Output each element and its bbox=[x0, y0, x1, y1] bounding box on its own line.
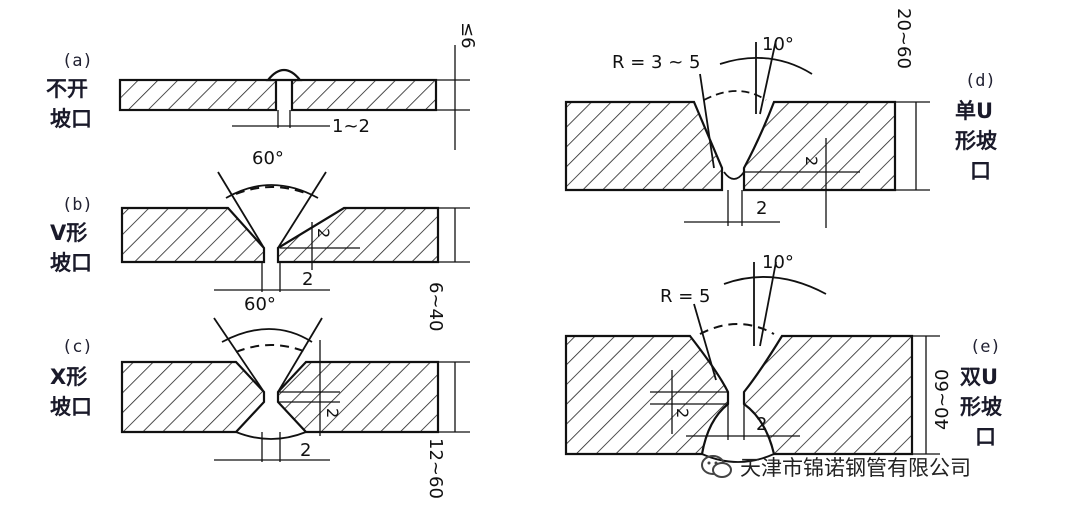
panel-d-caption-2: 形坡 bbox=[955, 129, 997, 153]
panel-c-caption-1: X形 bbox=[50, 365, 87, 389]
panel-b-left-plate bbox=[120, 206, 266, 264]
panel-a-caption-1: 不开 bbox=[46, 77, 88, 101]
panel-d-thickness-label: 20~60 bbox=[893, 8, 914, 69]
panel-a-letter: (a) bbox=[62, 51, 93, 71]
panel-c-right-plate bbox=[276, 360, 440, 434]
panel-e-caption-1: 双U bbox=[960, 365, 998, 389]
panel-c-root-label: 2 bbox=[323, 408, 342, 418]
panel-c-letter: (c) bbox=[62, 337, 93, 357]
panel-c-left-plate bbox=[120, 360, 266, 434]
panel-b-thickness-label: 6~40 bbox=[425, 282, 446, 331]
panel-c-bottom-bead bbox=[235, 431, 307, 440]
panel-d-angle-line bbox=[759, 39, 777, 115]
panel-b: (b) V形 坡口 60° 2 2 6~40 bbox=[50, 148, 470, 331]
panel-b-ext-left bbox=[217, 171, 265, 249]
panel-e-root-label: 2 bbox=[673, 408, 692, 418]
panel-a-thickness-label: ≤6 bbox=[457, 22, 478, 49]
panel-e-radius-label: R = 5 bbox=[660, 286, 710, 307]
panel-c-angle-arc bbox=[221, 328, 313, 343]
panel-d-angle-arc bbox=[719, 57, 813, 75]
panel-b-angle-label: 60° bbox=[252, 148, 284, 169]
panel-e-radius-leader bbox=[693, 303, 717, 381]
panel-d-groove-dash-arc bbox=[703, 90, 767, 101]
panel-e-groove-dash bbox=[699, 323, 775, 335]
panel-c-caption-2: 坡口 bbox=[50, 395, 92, 419]
panel-b-gap-label: 2 bbox=[302, 269, 313, 290]
panel-b-ext-right bbox=[277, 171, 327, 249]
panel-e-caption-3: 口 bbox=[975, 425, 996, 449]
panel-d-angle-label: 10° bbox=[762, 34, 794, 55]
panel-c-thickness-label: 12~60 bbox=[425, 438, 446, 499]
panel-e-angle-line bbox=[759, 261, 777, 347]
watermark-text: 天津市锦诺钢管有限公司 bbox=[740, 456, 971, 480]
panel-d-u-bottom bbox=[723, 171, 745, 180]
panel-d-caption-3: 口 bbox=[970, 159, 991, 183]
panel-e: (e) 双U 形坡 口 R = 5 10° 2 2 40~60 bbox=[564, 252, 1002, 463]
panel-d-root-label: 2 bbox=[802, 156, 821, 166]
panel-e-thickness-label: 40~60 bbox=[932, 369, 953, 430]
panel-c-gap-label: 2 bbox=[300, 440, 311, 461]
panel-b-caption-1: V形 bbox=[50, 221, 87, 245]
panel-c: (c) X形 坡口 60° 2 2 12~60 bbox=[50, 294, 470, 499]
panel-e-left-plate bbox=[564, 334, 730, 456]
panel-d-gap-label: 2 bbox=[756, 198, 767, 219]
panel-b-caption-2: 坡口 bbox=[50, 251, 92, 275]
panel-e-letter: (e) bbox=[970, 337, 1001, 357]
panel-a-caption-2: 坡口 bbox=[50, 107, 92, 131]
watermark: 天津市锦诺钢管有限公司 bbox=[700, 452, 971, 482]
wechat-icon bbox=[701, 455, 732, 478]
panel-c-angle-label: 60° bbox=[244, 294, 276, 315]
panel-d-radius-leader bbox=[699, 73, 715, 169]
panel-a-left-plate bbox=[118, 78, 278, 112]
panel-a-weld-bead bbox=[265, 68, 303, 82]
panel-d-radius-label: R = 3 ~ 5 bbox=[612, 52, 700, 73]
panel-d-left-plate bbox=[564, 100, 724, 192]
panel-b-right-plate bbox=[276, 206, 440, 264]
panel-b-root-label: 2 bbox=[314, 228, 333, 238]
panel-e-gap-label: 2 bbox=[756, 414, 767, 435]
panel-a: (a) 不开 坡口 1~2 ≤6 bbox=[46, 22, 478, 150]
panel-d-right-plate bbox=[742, 100, 897, 192]
panel-d: (d) 单U 形坡 口 R = 3 ~ 5 10° 2 2 20~60 bbox=[564, 8, 997, 228]
panel-d-caption-1: 单U bbox=[955, 99, 993, 123]
panel-e-angle-arc bbox=[723, 276, 827, 295]
panel-c-groove-dash bbox=[235, 344, 307, 353]
panel-c-ext-left bbox=[213, 317, 265, 393]
panel-b-angle-arc bbox=[225, 184, 319, 199]
panel-a-right-plate bbox=[290, 78, 438, 112]
panel-a-gap-label: 1~2 bbox=[332, 116, 370, 137]
panel-b-groove-dash bbox=[235, 186, 309, 195]
panel-b-letter: (b) bbox=[62, 195, 93, 215]
panel-e-angle-label: 10° bbox=[762, 252, 794, 273]
panel-d-letter: (d) bbox=[965, 71, 996, 91]
panel-e-caption-2: 形坡 bbox=[960, 395, 1002, 419]
panel-c-ext-right bbox=[277, 317, 323, 393]
